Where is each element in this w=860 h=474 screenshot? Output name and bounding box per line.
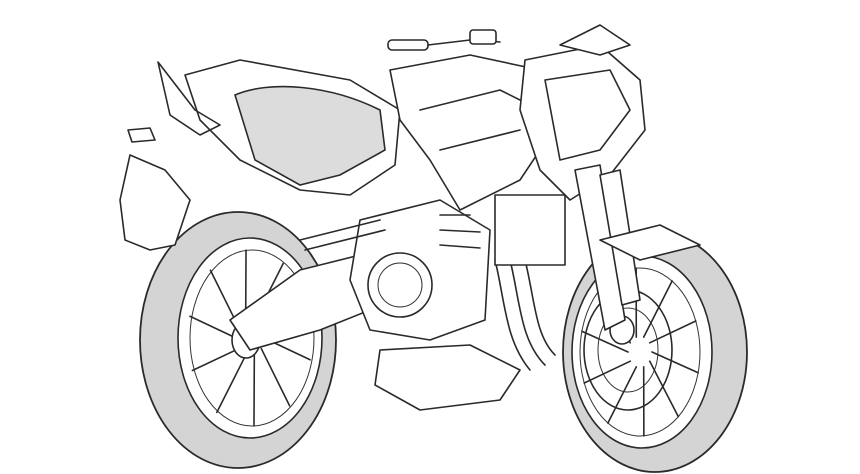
- front-fender: [599, 224, 701, 261]
- fuel-tank: [389, 54, 561, 211]
- radiator: [494, 194, 566, 266]
- tail-light-icon: [127, 127, 156, 143]
- spoke: [642, 280, 673, 338]
- spoke: [607, 366, 638, 424]
- spoke: [648, 320, 697, 344]
- muffler: [374, 344, 521, 411]
- tail-fender: [119, 154, 191, 251]
- spoke: [651, 351, 699, 374]
- spoke: [216, 354, 247, 414]
- front-wheel: [562, 231, 748, 473]
- spoke: [648, 360, 680, 418]
- spoke: [191, 347, 240, 372]
- seat: [234, 85, 386, 186]
- front-fork: [574, 164, 626, 331]
- spoke: [583, 360, 632, 384]
- spoke: [260, 347, 291, 407]
- rear-grab-rail: [157, 61, 221, 136]
- spoke: [189, 315, 237, 339]
- exhaust-pipes: [374, 259, 556, 411]
- engine: [349, 199, 491, 341]
- spoke: [581, 330, 629, 353]
- handlebar: [387, 29, 501, 51]
- windscreen: [559, 24, 631, 56]
- rear-shock: [299, 219, 386, 251]
